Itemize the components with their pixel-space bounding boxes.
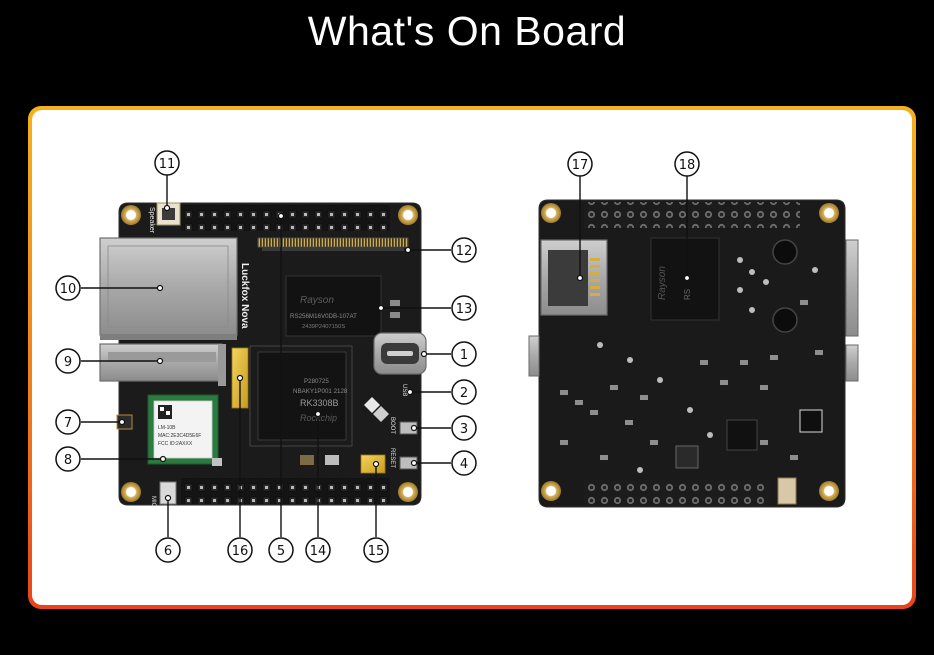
back-chip-part: RS: [683, 289, 692, 300]
mount-hole: [398, 482, 418, 502]
wifi-line1: LM-10B: [158, 425, 176, 431]
dram-lot: 2439P2407150S: [302, 324, 345, 330]
mount-hole: [541, 203, 561, 223]
callout-17: 17: [567, 151, 593, 177]
callout-13: 13: [451, 295, 477, 321]
callout-11: 11: [154, 150, 180, 176]
dram-brand: Rayson: [300, 295, 334, 306]
soc-part: RK3308B: [300, 398, 339, 408]
svg-text:14: 14: [310, 544, 327, 559]
svg-text:8: 8: [64, 453, 72, 468]
soc-code: NBAKY1P001 2128: [293, 388, 348, 395]
svg-text:11: 11: [159, 157, 176, 172]
mount-hole: [398, 205, 418, 225]
callout-14: 14: [305, 537, 331, 563]
svg-text:17: 17: [572, 158, 589, 173]
mount-hole: [819, 203, 839, 223]
callout-2: 2: [451, 379, 477, 405]
back-board: Rayson RS: [528, 199, 859, 508]
svg-text:16: 16: [232, 544, 249, 559]
soc-lot: P280725: [304, 378, 329, 385]
top-pin-header: [181, 205, 390, 231]
svg-text:9: 9: [64, 355, 72, 370]
callout-6: 6: [155, 537, 181, 563]
svg-text:15: 15: [368, 544, 385, 559]
callout-7: 7: [55, 409, 81, 435]
dram-chip: [285, 275, 382, 337]
mic-silk: MIC: [150, 496, 156, 508]
callout-10: 10: [55, 275, 81, 301]
reset-silk: RESET: [389, 448, 395, 468]
callout-4: 4: [451, 450, 477, 476]
svg-text:13: 13: [456, 302, 473, 317]
callout-12: 12: [451, 237, 477, 263]
svg-text:2: 2: [460, 386, 468, 401]
wifi-line2: MAC:2E3C4D5E6F: [158, 433, 201, 439]
svg-text:4: 4: [460, 457, 468, 472]
ethernet-jack: [99, 237, 238, 336]
usb-silk: USB: [401, 384, 407, 396]
mount-hole: [121, 205, 141, 225]
callout-3: 3: [451, 415, 477, 441]
callout-8: 8: [55, 446, 81, 472]
leader-lines: [81, 174, 688, 537]
wifi-line3: FCC ID:2AXXX: [158, 441, 193, 447]
boot-silk: BOOT: [389, 417, 395, 434]
svg-text:10: 10: [60, 282, 77, 297]
back-bottom-pads: [584, 480, 770, 506]
speaker-silk: Speaker: [148, 207, 155, 234]
svg-text:1: 1: [460, 348, 468, 363]
callout-15: 15: [363, 537, 389, 563]
callout-5: 5: [268, 537, 294, 563]
callout-9: 9: [55, 348, 81, 374]
back-chip-brand: Rayson: [657, 266, 668, 300]
svg-text:12: 12: [456, 244, 473, 259]
page-title: What's On Board: [307, 8, 627, 54]
bottom-pin-header: [181, 478, 390, 504]
svg-text:3: 3: [460, 422, 468, 437]
back-top-pads: [584, 202, 800, 228]
mount-hole: [121, 482, 141, 502]
svg-text:6: 6: [164, 544, 172, 559]
svg-text:18: 18: [679, 158, 696, 173]
callout-1: 1: [451, 341, 477, 367]
callout-18: 18: [674, 151, 700, 177]
brand-silk: Luckfox Nova: [239, 263, 250, 329]
mount-hole: [819, 481, 839, 501]
callout-16: 16: [227, 537, 253, 563]
svg-text:5: 5: [277, 544, 285, 559]
mount-hole: [541, 481, 561, 501]
soc-chip: [257, 351, 347, 441]
dram-part: RS256M16V0DB-107AT: [290, 313, 357, 320]
luckfox-logo: [364, 397, 389, 422]
svg-text:7: 7: [64, 416, 72, 431]
callout-badges: 11 12 13 1 2 3 4 10 9 7 8 6 16 5 14 15 1…: [55, 150, 700, 563]
